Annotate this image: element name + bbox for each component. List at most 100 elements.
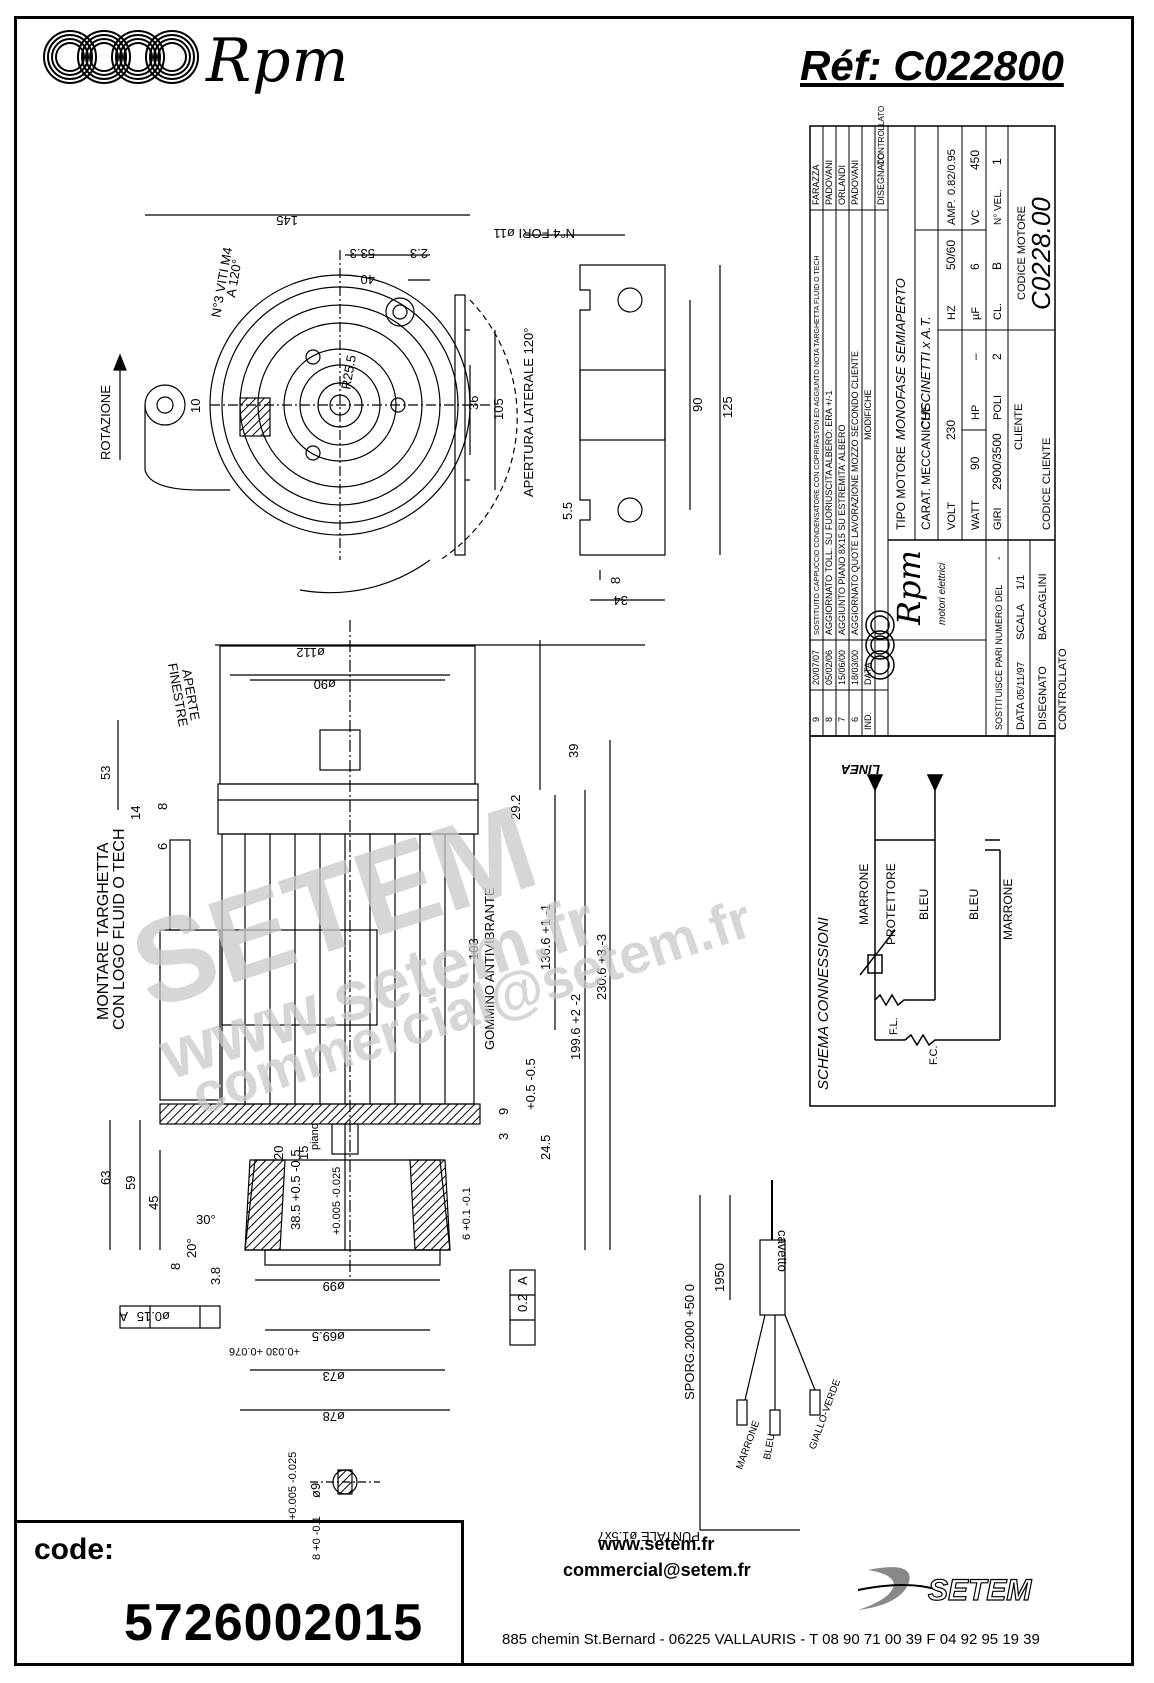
giri-value: 2900/3500: [990, 433, 1004, 490]
dim-34: 34: [614, 593, 628, 608]
volt-value: 230: [944, 420, 958, 440]
bleu-label: BLEU: [917, 889, 931, 920]
date-label: DATA: [1015, 702, 1027, 730]
amp-value: 0.82/0.95: [946, 149, 958, 195]
dim-53: 53: [98, 766, 113, 780]
dim-230-6: 230.6 +3 -3: [594, 934, 609, 1000]
flange-view: [525, 234, 721, 601]
poli-value: 2: [990, 353, 1004, 360]
checked-label: CONTROLLATO: [1057, 648, 1069, 730]
dim-tol-0-5: +0.5 -0.5: [523, 1058, 538, 1110]
brand-name: Rpm: [206, 26, 350, 96]
hz-value: 50/60: [944, 240, 958, 270]
lateral-opening: APERTURA LATERALE 120°: [521, 328, 536, 497]
shaft-dia-tol: +0.005 -0.025: [287, 1452, 299, 1520]
dim-10: 10: [188, 399, 203, 413]
footer-address: 885 chemin St.Bernard - 06225 VALLAURIS …: [502, 1631, 1040, 1648]
rev-8-date: 05/02/06: [824, 650, 834, 685]
dim-59: 59: [123, 1176, 138, 1190]
cable-view: [699, 1180, 821, 1531]
plate-label-2: CON LOGO FLUID O TECH: [111, 828, 128, 1030]
top-view: [113, 214, 518, 594]
tb-coil-logo: [865, 610, 895, 680]
fl-label: F.L.: [888, 1017, 900, 1035]
dim-8: 8: [608, 577, 623, 584]
rev-header-ind: IND.: [863, 712, 873, 730]
dim-6: 6: [155, 843, 170, 850]
dim-6-tol: 6 +0.1 -0.1: [461, 1187, 473, 1240]
bleu2-label: BLEU: [967, 889, 981, 920]
holes-note: N°4 FORI ø11: [493, 226, 575, 241]
nvel-label: N° VEL.: [993, 189, 1004, 225]
protettore-label: PROTETTORE: [884, 863, 898, 945]
dia-99: ø99: [323, 1279, 345, 1294]
rev-7-ind: 7: [837, 717, 847, 722]
datum-a: A: [119, 1309, 128, 1324]
dim-14: 14: [128, 806, 143, 820]
scale-label: SCALA: [1015, 603, 1027, 640]
footer-website[interactable]: www.setem.fr: [598, 1534, 715, 1554]
title-block-text: 9 20/07/07 SOSTITUITO CAPPUCCIO CONDENSA…: [811, 106, 1069, 730]
puntale: PUNTALE ø1.5x7: [598, 1529, 700, 1544]
fc-label: F.C.: [928, 1045, 940, 1065]
dim-38-5: 38.5 +0.5 -0.5: [288, 1149, 303, 1230]
client-code-label: CODICE CLIENTE: [1041, 438, 1053, 530]
rev-7-by: ORLANDI: [837, 165, 847, 205]
plate-label-1: MONTARE TARGHETTA: [95, 842, 112, 1020]
dim-2-3: 2.3: [410, 246, 428, 261]
dia-69-5: ø69.5: [312, 1329, 345, 1344]
dim-40: 40: [361, 272, 375, 287]
flange-labels: N°4 FORI ø11 90 125 5.5 8 34: [493, 226, 735, 608]
rev-7-date: 15/06/00: [837, 650, 847, 685]
marrone2-label: MARRONE: [1001, 879, 1015, 940]
runout-value: ø0.15: [137, 1309, 170, 1324]
replaces-label: SOSTITUISCE PARI NUMERO DEL: [994, 585, 1004, 730]
motor-type-label: TIPO MOTORE: [894, 446, 908, 530]
dim-20: 20: [271, 1146, 286, 1160]
dim-3-8: 3.8: [208, 1267, 223, 1285]
dim-9: 9: [496, 1108, 511, 1115]
dim-136-6: 136.6 +1 -1: [538, 904, 553, 970]
date-value: 05/11/97: [1016, 661, 1027, 700]
hz-label: HZ: [946, 305, 958, 320]
wire-3: GIALLO-VERDE: [807, 1377, 843, 1451]
schema-box: [809, 735, 1056, 1107]
rev-header-checked: CONTROLLATO: [877, 106, 886, 165]
dim-125: 125: [720, 396, 735, 418]
side-view-labels: FINESTRE APERTE ø112 ø90 53 39 14 8 6 29…: [95, 645, 609, 1560]
dim-53-3: 53.3: [350, 246, 375, 261]
footer-email[interactable]: commercial@setem.fr: [563, 1560, 751, 1580]
dim-r25-5: R25.5: [338, 354, 359, 391]
angle-30: 30°: [196, 1212, 216, 1227]
rev-header-designed: DISEGNATO: [876, 153, 886, 205]
side-view: [109, 620, 645, 1495]
dia-112: ø112: [296, 645, 325, 660]
rev-8-by: PADOVANI: [824, 160, 834, 205]
reference-number: Réf: C022800: [800, 42, 1064, 89]
nvel-value: 1: [990, 158, 1004, 165]
rev-6-text: AGGIORNATO QUOTE LAVORAZIONE MOZZO SECON…: [850, 351, 860, 635]
dim-8: 8: [155, 803, 170, 810]
dim-8b: 8: [168, 1263, 183, 1270]
angle-20: 20°: [184, 1238, 199, 1258]
cable-label: cavetto: [775, 1230, 790, 1272]
setem-logo-text: SETEM: [928, 1574, 1032, 1607]
dim-105: 105: [491, 398, 506, 420]
cl-label: CL.: [992, 303, 1004, 320]
schema-labels: SCHEMA CONNESSIONI LINEA MARRONE PROTETT…: [815, 762, 1015, 1090]
dim-63: 63: [98, 1171, 113, 1185]
marrone-label: MARRONE: [857, 864, 871, 925]
dim-90: 90: [690, 398, 705, 412]
dim-5-5: 5.5: [560, 502, 575, 520]
perpendicularity-value: 0.2: [515, 1294, 530, 1312]
tb-company: Rpm: [890, 550, 928, 626]
dim-45: 45: [146, 1196, 161, 1210]
shaft-dia: ø9: [308, 1483, 323, 1498]
dim-145: 145: [276, 213, 298, 228]
rev-9-date: 20/07/07: [811, 650, 821, 685]
rev-6-ind: 6: [850, 717, 860, 722]
wire-2: BLEU: [762, 1433, 777, 1461]
rpm-coil-logo: [43, 30, 199, 84]
rev-6-by: PADOVANI: [850, 160, 860, 205]
